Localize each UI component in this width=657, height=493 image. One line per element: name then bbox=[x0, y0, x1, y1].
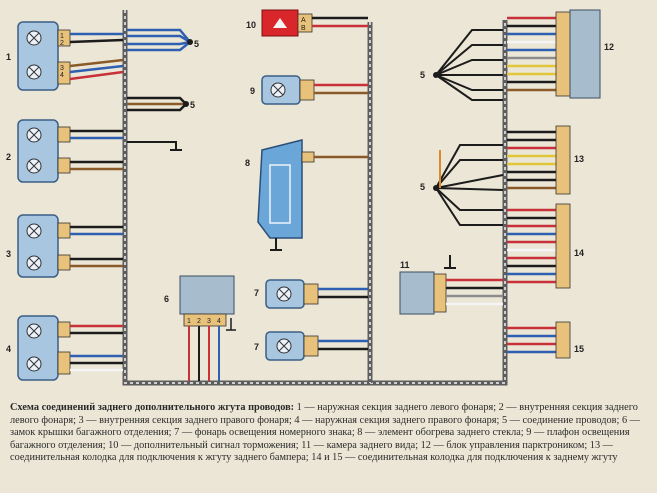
label-5a: 5 bbox=[194, 39, 199, 49]
high-stop-light: AB bbox=[261, 9, 368, 37]
label-7b: 7 bbox=[254, 342, 259, 352]
caption-text: 1 — наружная секция заднего левого фонар… bbox=[10, 402, 640, 464]
parktronic-unit bbox=[555, 9, 601, 99]
svg-text:B: B bbox=[301, 25, 306, 32]
label-9: 9 bbox=[250, 86, 255, 96]
svg-text:A: A bbox=[301, 17, 306, 24]
lamp-inner-left bbox=[17, 119, 123, 183]
harness-trunk bbox=[122, 10, 508, 386]
svg-text:1: 1 bbox=[60, 33, 64, 40]
rear-view-camera bbox=[399, 271, 503, 315]
trunk-light bbox=[261, 75, 368, 105]
svg-text:2: 2 bbox=[60, 40, 64, 47]
svg-text:3: 3 bbox=[60, 65, 64, 72]
label-5b: 5 bbox=[190, 100, 195, 110]
bumper-connector bbox=[555, 125, 571, 195]
label-5d: 5 bbox=[420, 182, 425, 192]
label-3: 3 bbox=[6, 249, 11, 259]
svg-text:3: 3 bbox=[207, 318, 211, 325]
lamp-inner-right bbox=[17, 214, 123, 278]
harness-connector-15 bbox=[555, 321, 571, 359]
lamp-outer-right bbox=[17, 315, 123, 381]
svg-text:2: 2 bbox=[197, 318, 201, 325]
lamp-outer-left: 12 34 bbox=[17, 21, 124, 91]
label-5c: 5 bbox=[420, 70, 425, 80]
label-12: 12 bbox=[604, 42, 614, 52]
label-13: 13 bbox=[574, 154, 584, 164]
svg-text:1: 1 bbox=[187, 318, 191, 325]
rear-window-heater bbox=[257, 139, 368, 251]
label-15: 15 bbox=[574, 344, 584, 354]
svg-text:4: 4 bbox=[217, 318, 221, 325]
label-14: 14 bbox=[574, 248, 584, 258]
label-10: 10 bbox=[246, 20, 256, 30]
wire-splice-top bbox=[127, 28, 193, 52]
caption-title: Схема соединений заднего дополнительного… bbox=[10, 402, 295, 413]
wire-splice-right-mid bbox=[433, 144, 504, 269]
wire-splice-right-top bbox=[433, 29, 503, 101]
label-6: 6 bbox=[164, 294, 169, 304]
harness-connector-14 bbox=[555, 203, 571, 289]
wire-splice-mid bbox=[127, 96, 189, 151]
plate-light-upper bbox=[265, 279, 368, 309]
label-4: 4 bbox=[6, 344, 11, 354]
label-11: 11 bbox=[400, 260, 410, 270]
label-2: 2 bbox=[6, 152, 11, 162]
figure-caption: Схема соединений заднего дополнительного… bbox=[10, 402, 650, 465]
label-7a: 7 bbox=[254, 288, 259, 298]
label-1: 1 bbox=[6, 52, 11, 62]
label-8: 8 bbox=[245, 158, 250, 168]
wiring-diagram: 12 34 1 2 3 bbox=[6, 9, 614, 386]
plate-light-lower bbox=[265, 331, 368, 361]
svg-text:4: 4 bbox=[60, 72, 64, 79]
wire-bundle-right bbox=[507, 16, 556, 354]
